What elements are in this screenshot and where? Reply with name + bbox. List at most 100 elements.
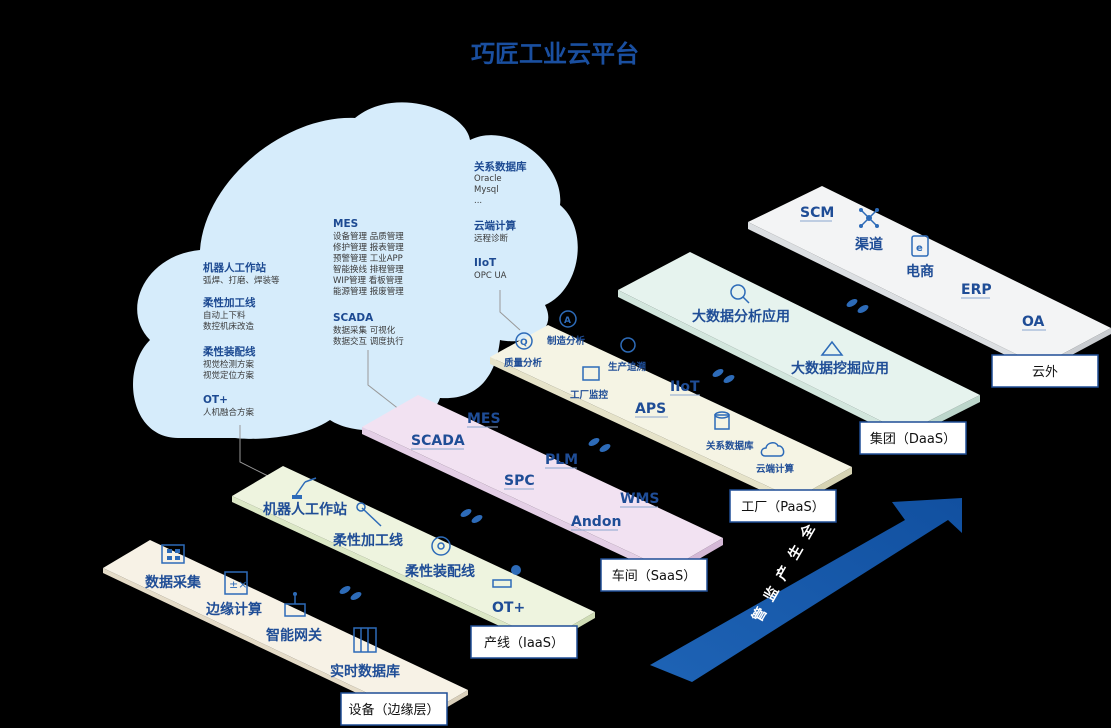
cloud-text-ot: OT+ 人机融合方案	[203, 394, 255, 418]
svg-text:云外: 云外	[1032, 365, 1058, 380]
security-arrow	[650, 498, 962, 682]
label-bigdata-mining: 大数据挖掘应用	[791, 360, 889, 377]
svg-text:Oracle: Oracle	[474, 174, 502, 184]
layer-label-group: 集团（DaaS）	[859, 421, 967, 455]
label-quality-analysis: 质量分析	[504, 357, 543, 369]
layer-label-line: 产线（IaaS）	[470, 625, 578, 659]
footprints-icon	[339, 586, 362, 600]
footprints-icon	[712, 369, 735, 383]
label-iiot: IIoT	[670, 379, 700, 395]
svg-text:自动上下料: 自动上下料	[203, 310, 246, 321]
svg-text:A: A	[564, 316, 571, 326]
label-data-collection: 数据采集	[145, 574, 202, 591]
svg-text:OPC UA: OPC UA	[474, 271, 507, 281]
icon-data-collection	[161, 544, 185, 564]
svg-text:OT+: OT+	[203, 394, 228, 406]
label-bigdata-analysis: 大数据分析应用	[692, 308, 790, 325]
footprints-icon	[846, 299, 869, 313]
label-ot-plus: OT+	[492, 600, 525, 616]
cloud-shape	[133, 102, 578, 439]
label-smart-gateway: 智能网关	[265, 627, 322, 644]
svg-text:工厂（PaaS）: 工厂（PaaS）	[741, 500, 824, 515]
svg-text:车间（SaaS）: 车间（SaaS）	[612, 568, 696, 584]
svg-text:柔性装配线: 柔性装配线	[202, 345, 256, 358]
layer-label-outside: 云外	[991, 354, 1099, 388]
network-icon	[859, 208, 879, 228]
ecommerce-icon: e	[911, 235, 929, 257]
label-flex-assembly: 柔性装配线	[404, 563, 475, 580]
svg-text:智能换线 排程管理: 智能换线 排程管理	[333, 264, 404, 275]
svg-text:e: e	[916, 243, 923, 254]
label-plm: PLM	[545, 452, 578, 468]
cloud-text-iiot: IIoT OPC UA	[474, 257, 507, 281]
connector-line	[239, 425, 273, 479]
footprints-icon	[460, 509, 483, 523]
icon-traceability	[620, 337, 636, 353]
svg-text:Mysql: Mysql	[474, 185, 499, 195]
svg-text:产线（IaaS）: 产线（IaaS）	[484, 636, 564, 651]
svg-text:数控机床改造: 数控机床改造	[203, 321, 255, 332]
label-cloud-compute: 云端计算	[756, 463, 795, 475]
connector-line	[367, 350, 401, 411]
svg-text:人机融合方案: 人机融合方案	[203, 407, 255, 418]
label-wms: WMS	[620, 491, 659, 507]
svg-text:MES: MES	[333, 218, 358, 230]
label-manufacturing-analysis: 制造分析	[547, 335, 586, 347]
label-mes: MES	[467, 411, 501, 427]
arrow-label-char: 生	[785, 542, 807, 563]
svg-text:远程诊断: 远程诊断	[474, 233, 509, 244]
svg-text:云端计算: 云端计算	[474, 219, 516, 232]
svg-text:数据采集 可视化: 数据采集 可视化	[333, 325, 396, 336]
icon-factory-monitor	[582, 366, 600, 381]
label-factory-monitor: 工厂监控	[570, 389, 609, 401]
arrow-label-char: 全	[796, 520, 819, 542]
svg-text:修护管理 报表管理: 修护管理 报表管理	[333, 242, 404, 253]
cloud-text-cloud-compute: 云端计算 远程诊断	[474, 219, 516, 244]
footprints-icon	[588, 438, 611, 452]
label-scada: SCADA	[411, 433, 465, 449]
label-ecommerce: 电商	[906, 263, 934, 280]
connector-line	[499, 290, 521, 331]
svg-text:预警管理 工业APP: 预警管理 工业APP	[333, 253, 403, 264]
label-aps: APS	[635, 401, 666, 417]
svg-text:机器人工作站: 机器人工作站	[203, 261, 266, 274]
label-scm: SCM	[800, 205, 834, 221]
database-icon	[714, 411, 730, 430]
wrench-icon	[356, 502, 382, 527]
svg-text:视觉定位方案: 视觉定位方案	[203, 370, 255, 381]
gear-icon	[431, 536, 451, 556]
svg-text:关系数据库: 关系数据库	[474, 160, 527, 173]
cloud-text-scada: SCADA 数据采集 可视化 数据交互 调度执行	[333, 312, 404, 347]
cloud-text-flex-assembly: 柔性装配线 视觉检测方案 视觉定位方案	[202, 345, 256, 381]
svg-text:...: ...	[474, 196, 482, 206]
label-oa: OA	[1022, 314, 1045, 330]
svg-text:IIoT: IIoT	[474, 257, 497, 269]
page-title: 巧匠工业云平台	[471, 40, 639, 68]
svg-text:柔性加工线: 柔性加工线	[202, 296, 256, 309]
svg-text:Q: Q	[520, 338, 528, 348]
label-edge-compute: 边缘计算	[205, 601, 262, 618]
svg-text:±×: ±×	[229, 578, 247, 591]
icon-manufacturing: A	[559, 310, 577, 328]
label-flex-machining: 柔性加工线	[332, 532, 403, 549]
icon-robot-arm	[292, 477, 317, 499]
svg-text:设备管理 品质管理: 设备管理 品质管理	[333, 231, 404, 242]
svg-text:能源管理 报废管理: 能源管理 报废管理	[333, 286, 404, 297]
layer-label-factory: 工厂（PaaS）	[729, 489, 837, 523]
label-andon: Andon	[571, 514, 621, 530]
icon-realtime-db	[353, 627, 377, 653]
layer-label-device: 设备（边缘层）	[340, 692, 448, 726]
label-erp: ERP	[961, 282, 992, 298]
label-realtime-db: 实时数据库	[330, 663, 400, 680]
svg-text:WIP管理 看板管理: WIP管理 看板管理	[333, 275, 403, 286]
icon-ot-plus	[492, 565, 521, 588]
cloud-text-flex-machining: 柔性加工线 自动上下料 数控机床改造	[202, 296, 256, 332]
label-channel: 渠道	[854, 236, 883, 253]
label-robot-station: 机器人工作站	[263, 501, 347, 518]
svg-text:弧焊、打磨、焊装等: 弧焊、打磨、焊装等	[203, 275, 280, 286]
mining-icon	[820, 340, 844, 356]
cloud-text-mes: MES 设备管理 品质管理 修护管理 报表管理 预警管理 工业APP 智能换线 …	[333, 218, 404, 297]
label-relational-db: 关系数据库	[706, 440, 754, 452]
